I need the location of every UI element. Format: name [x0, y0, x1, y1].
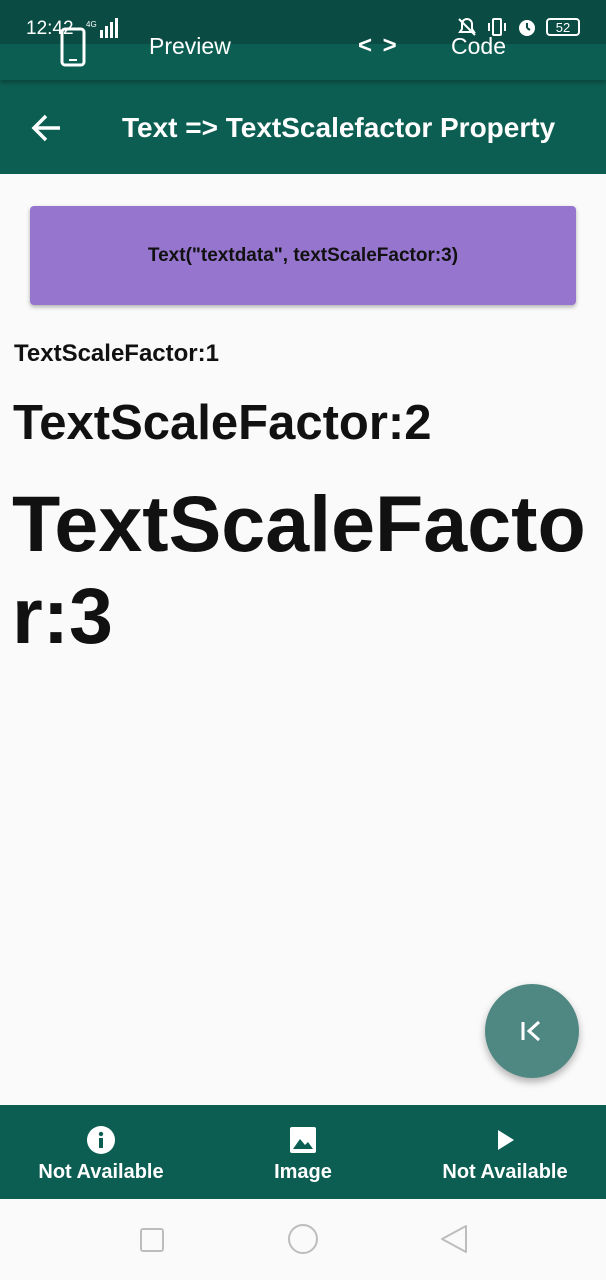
bottom-nav-image-label: Image: [274, 1161, 332, 1183]
bottom-nav-info-label: Not Available: [38, 1161, 164, 1183]
bottom-nav-info[interactable]: Not Available: [0, 1105, 202, 1199]
status-right-icons: 52: [456, 16, 580, 38]
sample-text-scale-2: TextScaleFactor:2: [13, 396, 432, 450]
sample-text-scale-3: TextScaleFactor:3: [12, 479, 586, 660]
vibrate-icon: [488, 18, 506, 36]
status-and-tab-bar: 12:42 4G 52: [0, 0, 606, 80]
back-button[interactable]: [28, 110, 68, 146]
sample-text-scale-1: TextScaleFactor:1: [14, 340, 219, 367]
network-label: 4G: [86, 20, 97, 29]
battery-level: 52: [555, 19, 571, 35]
code-snippet-box: Text("textdata", textScaleFactor:3): [30, 206, 576, 305]
bottom-nav-play-label: Not Available: [442, 1161, 568, 1183]
alarm-icon: [519, 20, 535, 36]
home-button[interactable]: [287, 1223, 319, 1255]
system-nav-bar: [0, 1199, 606, 1280]
page-title: Text => TextScalefactor Property: [122, 112, 556, 143]
battery-icon: 52: [546, 18, 580, 36]
mute-icon: [458, 17, 476, 36]
signal-icon: 4G: [86, 18, 122, 45]
tab-preview[interactable]: Preview: [149, 33, 231, 59]
app-bar: Text => TextScalefactor Property: [0, 80, 606, 174]
bottom-nav: Not Available Image Not Available: [0, 1105, 606, 1199]
code-icon[interactable]: < >: [358, 32, 399, 59]
bottom-nav-image[interactable]: Image: [202, 1105, 404, 1199]
arrow-back-icon: [31, 114, 60, 142]
recents-button[interactable]: [140, 1228, 164, 1252]
image-icon: [290, 1127, 316, 1153]
bottom-nav-play[interactable]: Not Available: [404, 1105, 606, 1199]
tab-code[interactable]: Code: [451, 33, 506, 59]
first-page-icon: [521, 1020, 541, 1042]
system-back-button[interactable]: [440, 1224, 468, 1254]
play-icon: [498, 1130, 514, 1150]
info-icon: [87, 1126, 115, 1154]
code-snippet-text: Text("textdata", textScaleFactor:3): [147, 244, 459, 266]
fab-first-page-button[interactable]: [485, 984, 579, 1078]
phone-preview-icon[interactable]: [60, 27, 86, 72]
